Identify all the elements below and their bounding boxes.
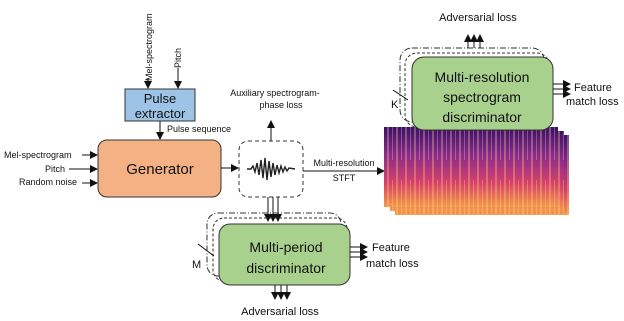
generator-input-mel: Mel-spectrogram (4, 150, 72, 160)
waveform-icon (247, 157, 296, 181)
mpd-label-2: discriminator (246, 260, 326, 276)
stft-label-1: Multi-resolution (313, 158, 374, 168)
aux-loss-label-2: phase loss (259, 100, 303, 110)
pitch-top-label: Pitch (173, 48, 183, 68)
mpd-box (218, 223, 351, 286)
mpd-feature-label-2: match loss (366, 258, 419, 270)
mrsd-feature-label-2: match loss (566, 96, 619, 108)
mrsd-count-label: K (391, 99, 399, 111)
mpd-count-label: M (192, 259, 201, 271)
mrsd-feature-label-1: Feature (574, 82, 612, 94)
mrsd-label-1: Multi-resolution (435, 69, 530, 85)
mrsd-adversarial-label: Adversarial loss (439, 12, 517, 24)
mpd-count-tick (197, 243, 215, 257)
mpd-feature-label-1: Feature (372, 242, 410, 254)
pulse-sequence-label: Pulse sequence (167, 124, 231, 134)
stft-label-2: STFT (333, 173, 356, 183)
mrsd-label-3: discriminator (442, 109, 522, 125)
spectrogram-stack (384, 127, 569, 215)
aux-loss-label-1: Auxiliary spectrogram- (230, 88, 320, 98)
mpd-adversarial-label: Adversarial loss (241, 306, 319, 318)
generator-label: Generator (126, 161, 194, 178)
pulse-extractor-label-1: Pulse (144, 91, 177, 106)
mrsd-count-tick (392, 89, 409, 101)
mpd-label-1: Multi-period (249, 239, 322, 255)
generator-input-pitch: Pitch (45, 164, 65, 174)
pulse-extractor-label-2: extractor (135, 106, 186, 121)
mrsd-label-2: spectrogram (443, 89, 521, 105)
mel-top-label: Mel-spectrogram (144, 13, 154, 81)
mpd-stack-mid (212, 217, 348, 282)
pulse-extractor-box (124, 88, 196, 122)
generator-input-noise: Random noise (19, 177, 77, 187)
